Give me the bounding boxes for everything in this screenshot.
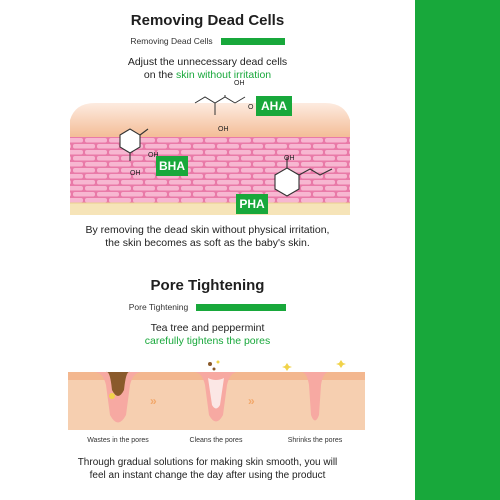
- section-subheader: Pore Tightening: [0, 302, 415, 312]
- intro-line: Adjust the unnecessary dead cells: [127, 56, 288, 68]
- stage-caption: Wastes in the pores: [87, 437, 149, 444]
- base-skin-layer: [70, 203, 350, 215]
- aha-oh-label: OH: [218, 126, 229, 133]
- stage-caption: Cleans the pores: [189, 437, 243, 444]
- outer-skin-layer: [70, 103, 350, 140]
- intro-highlight: skin without irritation: [176, 69, 272, 81]
- green-accent-bar: [220, 37, 285, 45]
- section-intro: Tea tree and peppermint carefully tighte…: [0, 322, 415, 348]
- aha-tag: AHA: [256, 96, 292, 116]
- section-sub-label: Pore Tightening: [128, 302, 189, 312]
- outro-line: By removing the dead skin without physic…: [85, 224, 330, 236]
- cleaning-pore-icon: [166, 360, 266, 430]
- aha-o-label: O: [248, 104, 254, 111]
- skin-layers-illustration: [70, 95, 350, 215]
- intro-highlight: carefully tightens the pores: [144, 335, 271, 347]
- arrow-right-icon: »: [150, 394, 157, 408]
- side-green-strip: [415, 0, 500, 500]
- bha-tag: BHA: [156, 156, 188, 176]
- section-intro: Adjust the unnecessary dead cells on the…: [0, 56, 415, 82]
- clogged-pore-icon: [68, 371, 168, 430]
- section-outro: Through gradual solutions for making ski…: [0, 456, 415, 482]
- shrunk-pore-icon: [265, 360, 365, 430]
- section-outro: By removing the dead skin without physic…: [0, 224, 415, 250]
- pha-tag: PHA: [236, 194, 268, 214]
- arrow-right-icon: »: [248, 394, 255, 408]
- pha-molecule-icon: [274, 157, 333, 197]
- intro-line: on the skin without irritation: [143, 69, 272, 81]
- stage-caption: Shrinks the pores: [287, 437, 343, 444]
- outro-line: the skin becomes as soft as the baby's s…: [105, 237, 310, 249]
- aha-molecule-icon: [194, 95, 246, 115]
- aha-oh-label: OH: [234, 80, 245, 87]
- green-accent-bar: [196, 303, 287, 311]
- pha-oh-label: OH: [284, 155, 295, 162]
- bha-oh-label: OH: [130, 170, 141, 177]
- section-subheader: Removing Dead Cells: [0, 36, 415, 46]
- section-sub-label: Removing Dead Cells: [130, 36, 213, 46]
- section-title-removing-dead-cells: Removing Dead Cells: [130, 12, 285, 29]
- bha-oh-label: OH: [148, 152, 159, 159]
- outro-line: Through gradual solutions for making ski…: [77, 457, 338, 468]
- bha-molecule-icon: [119, 128, 149, 161]
- intro-line: Tea tree and peppermint: [150, 322, 265, 334]
- section-title-pore-tightening: Pore Tightening: [150, 277, 265, 294]
- outro-line: feel an instant change the day after usi…: [89, 470, 326, 481]
- dead-cell-layer: [70, 137, 350, 207]
- product-info-panel: Removing Dead Cells Removing Dead Cells …: [0, 12, 415, 482]
